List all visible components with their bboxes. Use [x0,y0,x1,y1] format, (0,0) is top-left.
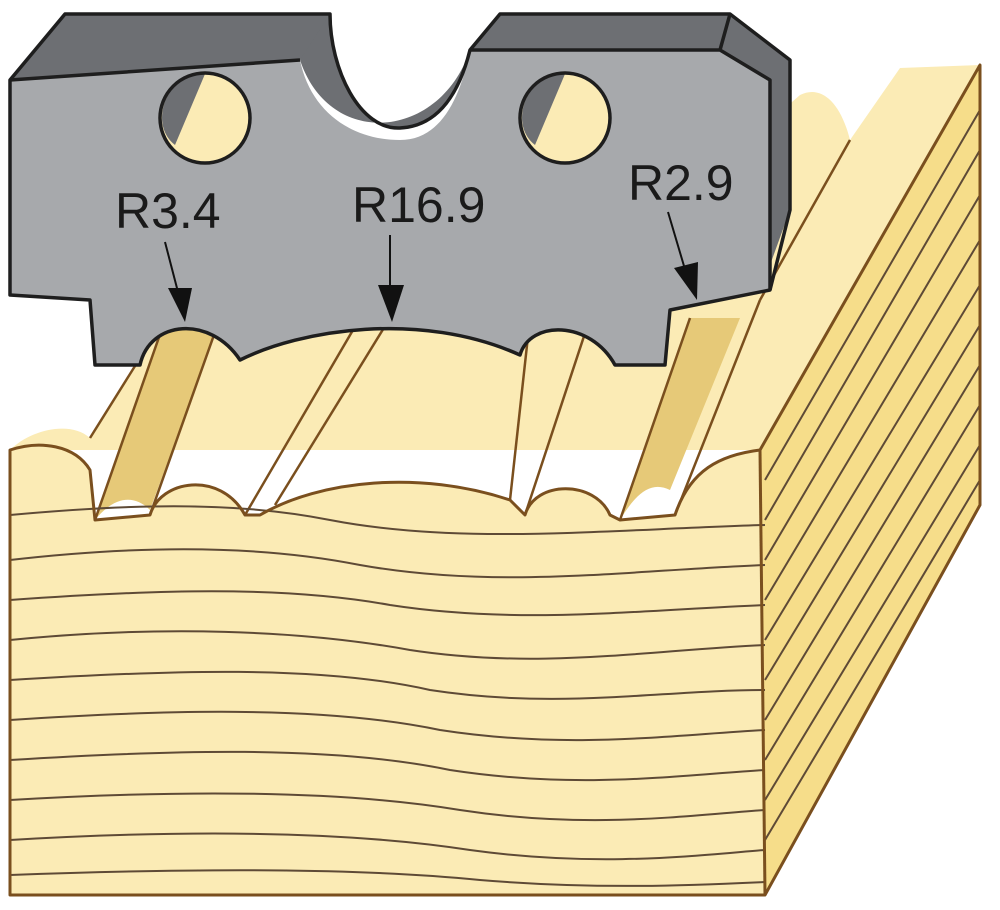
wood-front-face [10,445,765,895]
blade-hole-left-shade [162,74,205,145]
arrow-right-head [674,262,698,300]
wood-groove-left [95,320,220,520]
arrow-right-shaft [667,211,685,267]
wood-outline [8,63,982,897]
label-left-radius: R3.4 [115,183,221,239]
wood-side-face [760,65,980,895]
blade-top-bevel-right [470,14,790,265]
blade-notch-inner [300,14,470,129]
front-grain-lines [9,505,766,887]
arrow-left-shaft [164,241,179,293]
blade-outline [8,12,792,367]
wood-edge [758,449,767,896]
wood-groove-right [620,318,740,520]
blade-hole-left-outline [158,71,252,165]
side-grain-lines [764,109,981,841]
cutter-blade [8,12,792,367]
blade-hole-right-shade [522,74,565,145]
arrow-left-head [168,288,192,322]
blade-hole-right-outline [518,71,612,165]
blade-top-bevel [10,14,330,80]
radius-annotations: R3.4 R16.9 R2.9 [115,155,734,322]
top-surface-lines [88,139,852,521]
arrow-center-head [378,285,404,322]
label-center-radius: R16.9 [352,177,485,233]
label-right-radius: R2.9 [628,155,734,211]
blade-edge-lines [9,13,772,290]
